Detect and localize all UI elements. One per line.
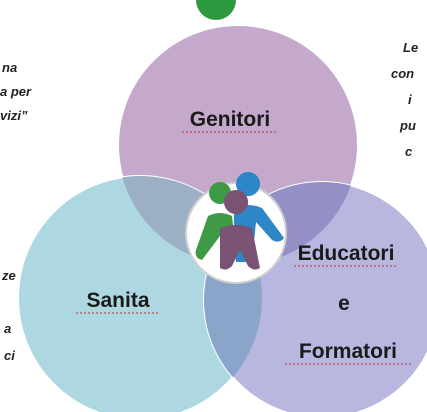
center-logo	[185, 172, 287, 284]
educatori-label: Educatori	[298, 242, 395, 265]
e-label: e	[338, 292, 350, 315]
formatori-label: Formatori	[299, 340, 397, 363]
purple-figure-icon	[220, 190, 260, 270]
left-bottom-text-1: ze	[1, 268, 16, 283]
right-text-5: c	[405, 144, 413, 159]
left-top-text-3: vizi”	[0, 108, 28, 123]
right-text-3: i	[408, 92, 412, 107]
left-bottom-text-3: ci	[4, 348, 15, 363]
left-top-text-2: a per	[0, 84, 32, 99]
top-badge-icon	[196, 0, 236, 20]
right-text-2: con	[391, 66, 414, 81]
right-text-4: pu	[399, 118, 416, 133]
left-top-text-1: na	[2, 60, 17, 75]
right-text-1: Le	[403, 40, 418, 55]
genitori-label: Genitori	[190, 108, 271, 131]
sanita-label: Sanita	[86, 289, 149, 312]
left-bottom-text-2: a	[4, 321, 11, 336]
